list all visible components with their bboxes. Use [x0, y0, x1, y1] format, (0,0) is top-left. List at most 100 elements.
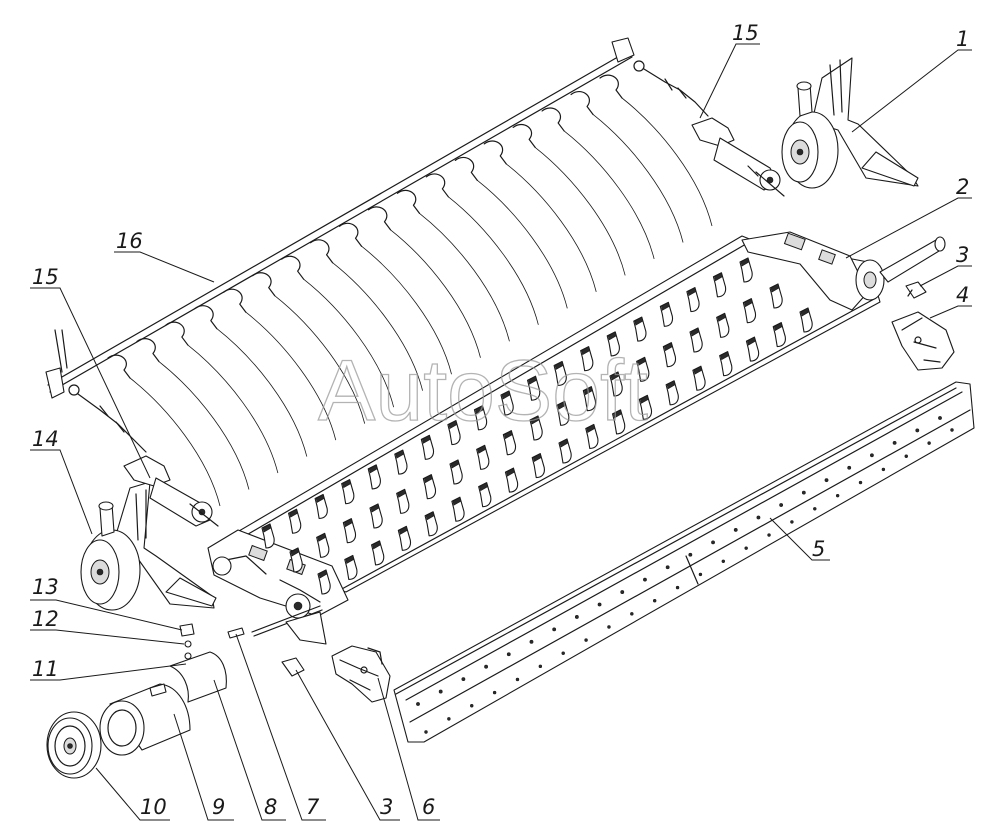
finger-tip	[660, 301, 670, 311]
rivet-hole	[538, 664, 543, 669]
finger-tip	[372, 540, 381, 550]
rivet-hole	[858, 480, 863, 485]
finger-tip	[554, 360, 564, 370]
finger-tip	[479, 482, 489, 492]
tine-hook	[136, 338, 160, 363]
finger-tip	[690, 327, 700, 337]
finger-tip	[425, 511, 435, 521]
rivet-hole	[515, 677, 520, 682]
rivet-hole	[813, 507, 817, 511]
tine-hook	[396, 189, 421, 214]
rivet-hole	[790, 520, 794, 524]
part-4-bracket-right	[891, 311, 955, 371]
rivet-hole	[688, 552, 693, 557]
tine	[448, 196, 539, 325]
rivet-hole	[824, 478, 829, 483]
rivet-hole	[744, 546, 748, 550]
rivet-hole	[835, 493, 840, 498]
callout-12: 12	[32, 607, 59, 631]
part-10-pulley	[46, 711, 102, 779]
finger-tip	[639, 394, 649, 404]
finger-tip	[317, 532, 327, 542]
rivet-hole	[665, 565, 670, 570]
tine	[505, 163, 597, 292]
finger-tip	[452, 496, 462, 506]
rivet-hole	[847, 465, 852, 470]
rivet-hole	[630, 612, 634, 616]
finger-tip	[743, 298, 753, 308]
rivet-hole	[584, 638, 588, 642]
rivet-hole	[904, 454, 908, 458]
rivet-hole	[756, 515, 761, 520]
rivet-hole	[416, 702, 420, 706]
finger-tip	[610, 371, 620, 381]
tine	[216, 328, 308, 457]
callout-15-upper: 15	[732, 21, 759, 45]
finger-tip	[506, 467, 515, 477]
tine-hook	[309, 239, 334, 264]
finger-tip	[720, 351, 730, 361]
finger-tip	[475, 405, 484, 415]
finger-tip	[634, 316, 644, 326]
tine	[534, 147, 626, 276]
tine-hook	[512, 123, 536, 149]
rivet-hole	[721, 559, 726, 564]
callout-13: 13	[32, 575, 59, 599]
finger-tip	[693, 365, 703, 375]
finger-tip	[740, 257, 750, 267]
callout-8: 8	[264, 795, 277, 819]
tine-hook	[367, 206, 392, 231]
rivet-hole	[506, 652, 511, 657]
rivet-hole	[675, 585, 680, 590]
rivet-hole	[424, 730, 428, 734]
finger-tip	[747, 336, 756, 346]
finger-tip	[717, 312, 727, 322]
rivet-hole	[620, 590, 625, 594]
rivet-hole	[574, 615, 579, 619]
tine-hook	[425, 173, 449, 198]
tine	[592, 114, 684, 243]
callouts: 1 2 3 4 5 6 3 7 8 9 10 11 12	[30, 21, 972, 821]
rivet-hole	[447, 717, 451, 721]
finger-tip	[586, 423, 596, 433]
rivet-hole	[870, 453, 874, 458]
finger-tip	[345, 554, 355, 564]
finger-tip	[421, 434, 431, 444]
finger-tip	[395, 449, 405, 459]
callout-10: 10	[140, 795, 167, 819]
callout-14: 14	[32, 427, 59, 451]
finger-tip	[501, 390, 511, 400]
tine-hook	[194, 305, 218, 330]
finger-tip	[398, 525, 408, 535]
tine	[245, 311, 337, 441]
callout-16: 16	[116, 229, 143, 253]
tine	[274, 295, 366, 424]
tine-hook	[281, 255, 305, 280]
part-15-lower-arm-assembly	[68, 384, 219, 527]
rivet-hole	[915, 428, 920, 433]
rivet-hole	[779, 503, 784, 507]
tine	[361, 245, 452, 375]
tine	[477, 180, 568, 309]
finger-tip	[773, 322, 783, 332]
tine-hook	[107, 354, 131, 379]
rivet-hole	[561, 651, 565, 655]
part-9-cylinder	[99, 683, 191, 756]
callout-11: 11	[32, 657, 59, 681]
tine	[158, 361, 250, 490]
tine-hook	[252, 272, 276, 297]
tine-hook	[483, 140, 507, 165]
part-5-cutter-plate	[393, 381, 975, 743]
finger-tip	[528, 375, 537, 385]
finger-tip	[318, 569, 328, 579]
rivet-hole	[484, 664, 488, 669]
finger-tip	[477, 444, 487, 454]
conveyor-fingers	[261, 257, 813, 595]
finger-tip	[450, 459, 460, 469]
callout-7: 7	[306, 795, 320, 819]
tine-hook	[570, 90, 594, 116]
finger-tip	[687, 287, 697, 297]
finger-tip	[368, 464, 378, 474]
part-2-conveyor-body	[207, 231, 946, 645]
finger-tip	[613, 409, 622, 419]
